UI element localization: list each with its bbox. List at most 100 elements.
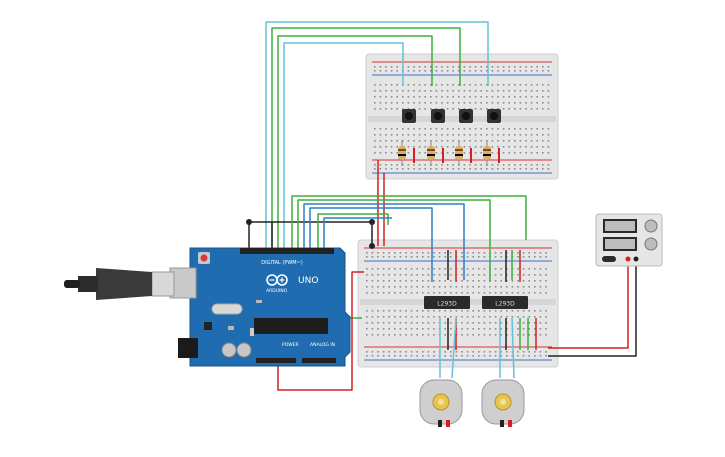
breadboard-hole <box>405 328 407 330</box>
breadboard-hole <box>371 280 374 282</box>
breadboard-hole <box>433 310 435 312</box>
driver-chip-2[interactable]: L293D <box>482 296 528 309</box>
breadboard-hole <box>530 108 533 110</box>
breadboard-hole <box>413 128 415 130</box>
breadboard-hole <box>545 292 547 294</box>
breadboard-hole <box>519 164 522 166</box>
breadboard-hole <box>427 274 430 276</box>
breadboard-hole <box>478 334 480 336</box>
breadboard-hole <box>534 274 536 276</box>
breadboard-hole <box>438 280 441 282</box>
breadboard-hole <box>542 90 544 92</box>
breadboard-hole <box>366 322 368 324</box>
breadboard-hole <box>388 274 390 276</box>
breadboard-hole <box>539 280 542 282</box>
breadboard-hole <box>371 316 374 318</box>
breadboard-hole <box>514 146 516 148</box>
breadboard-hole <box>517 252 519 254</box>
breadboard-hole <box>388 334 390 336</box>
breadboard-hole <box>407 84 410 86</box>
resistor[interactable] <box>427 140 435 166</box>
breadboard-hole <box>435 168 438 170</box>
breadboard-hole <box>494 268 497 270</box>
breadboard-hole <box>534 268 536 270</box>
pushbutton[interactable] <box>431 109 445 123</box>
resistor[interactable] <box>483 140 491 166</box>
breadboard-hole <box>410 316 413 318</box>
breadboard-hole <box>483 355 486 357</box>
breadboard-hole <box>534 351 536 353</box>
wire-red[interactable] <box>548 262 629 349</box>
breadboard-hole <box>502 84 505 86</box>
breadboard-hole <box>394 316 396 318</box>
breadboard-hole <box>374 90 376 92</box>
wire-blue[interactable] <box>309 207 433 250</box>
resistor[interactable] <box>398 140 406 166</box>
breadboard-hole <box>427 355 430 357</box>
breadboard-hole <box>366 316 368 318</box>
breadboard-hole <box>519 128 522 130</box>
breadboard-hole <box>542 96 544 98</box>
wire-green[interactable] <box>297 199 491 250</box>
wire-green[interactable] <box>291 195 527 250</box>
breadboard-hole <box>534 252 536 254</box>
breadboard-hole <box>366 274 368 276</box>
breadboard-hole <box>388 310 390 312</box>
breadboard-hole <box>371 274 374 276</box>
breadboard-hole <box>441 90 443 92</box>
pushbutton[interactable] <box>487 109 501 123</box>
breadboard-hole <box>539 316 542 318</box>
wire-green[interactable] <box>277 35 433 250</box>
wire-red[interactable] <box>277 271 364 391</box>
breadboard-hole <box>528 316 530 318</box>
breadboard-hole <box>416 310 418 312</box>
breadboard-hole <box>506 316 508 318</box>
pushbutton[interactable] <box>402 109 416 123</box>
wire-blue[interactable] <box>303 203 465 250</box>
breadboard-hole <box>536 164 538 166</box>
breadboard-hole <box>424 102 426 104</box>
breadboard-hole <box>494 310 497 312</box>
breadboard-hole <box>427 334 430 336</box>
breadboard-hole <box>508 164 510 166</box>
breadboard-hole <box>517 334 519 336</box>
breadboard-hole <box>388 268 390 270</box>
breadboard-hole <box>455 292 458 294</box>
breadboard-hole <box>388 256 390 258</box>
breadboard-hole <box>502 128 505 130</box>
breadboard-hole <box>506 351 508 353</box>
breadboard-hole <box>486 128 488 130</box>
breadboard-hole <box>519 66 522 68</box>
breadboard-hole <box>458 70 460 72</box>
breadboard-hole <box>394 280 396 282</box>
breadboard-hole <box>536 102 538 104</box>
wire-black[interactable] <box>548 262 637 357</box>
breadboard-hole <box>528 334 530 336</box>
breadboard-hole <box>539 334 542 336</box>
wire-green[interactable] <box>271 27 461 250</box>
power-supply-icon[interactable] <box>595 213 663 267</box>
breadboard-hole <box>480 128 482 130</box>
breadboard-hole <box>497 102 499 104</box>
breadboard-hole <box>438 252 441 254</box>
arduino-uno-board[interactable]: DIGITAL (PWM~) UNO ARDUINO P <box>169 247 351 367</box>
wire-cyan[interactable] <box>283 42 404 250</box>
wire-cyan[interactable] <box>451 317 457 379</box>
breadboard-hole <box>374 70 376 72</box>
breadboard-hole <box>500 322 502 324</box>
breadboard-hole <box>522 274 525 276</box>
pushbutton[interactable] <box>459 109 473 123</box>
breadboard-hole <box>374 146 376 148</box>
breadboard-hole <box>435 70 438 72</box>
breadboard-hole <box>402 134 404 136</box>
breadboard-hole <box>494 286 497 288</box>
driver-chip-1[interactable]: L293D <box>424 296 470 309</box>
breadboard-hole <box>528 351 530 353</box>
resistor[interactable] <box>455 140 463 166</box>
wire-cyan[interactable] <box>511 317 515 379</box>
dc-motor-icon[interactable] <box>419 379 463 427</box>
wire-cyan[interactable] <box>265 21 489 250</box>
breadboard-hole <box>450 322 452 324</box>
dc-motor-icon[interactable] <box>481 379 525 427</box>
breadboard-hole <box>472 280 474 282</box>
